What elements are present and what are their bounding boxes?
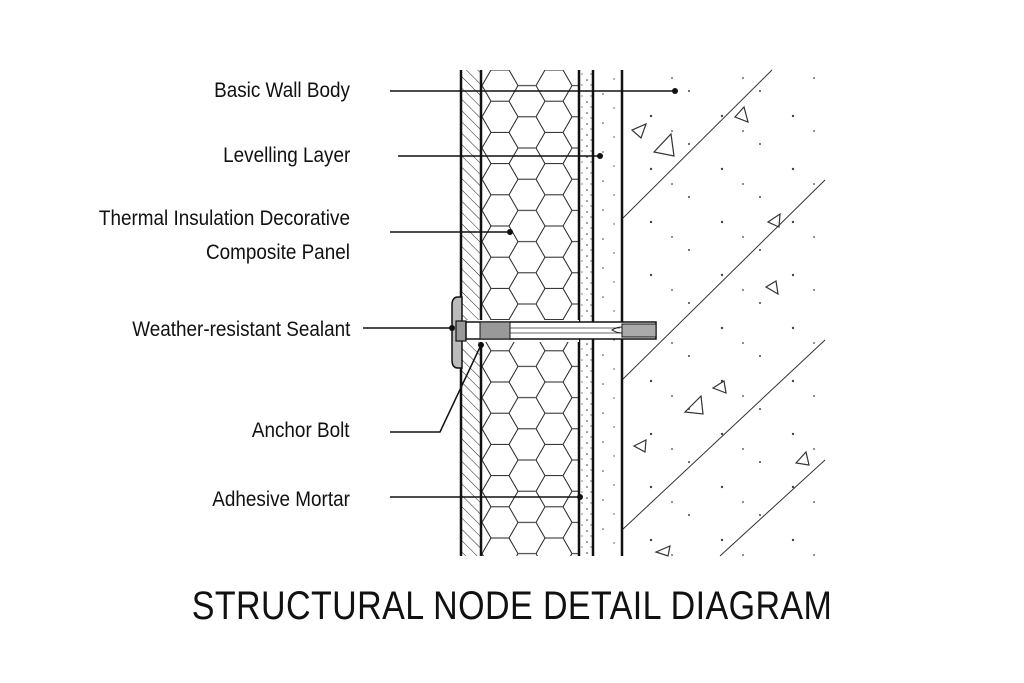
levelling-layer [593, 70, 622, 556]
label-thermal-insulation-line2: Composite Panel [206, 241, 350, 264]
bolt-head [455, 320, 467, 342]
label-basic-wall-body: Basic Wall Body [214, 79, 350, 102]
anchor-bolt [451, 296, 657, 369]
label-thermal-insulation-line1: Thermal Insulation Decorative [98, 207, 350, 230]
leader-dots [449, 88, 678, 500]
label-levelling-layer: Levelling Layer [222, 144, 350, 167]
leader-lines [363, 90, 675, 498]
aggregate-triangles [630, 105, 810, 557]
bolt-thread [621, 323, 657, 338]
decorative-face-layer [462, 70, 480, 556]
basic-wall-body [621, 69, 827, 557]
label-anchor-bolt: Anchor Bolt [252, 419, 350, 442]
thermal-insulation-panel [481, 70, 579, 556]
label-adhesive-mortar: Adhesive Mortar [212, 488, 350, 511]
label-weather-resistant-sealant: Weather-resistant Sealant [131, 318, 350, 341]
adhesive-mortar-layer [580, 70, 593, 556]
diagram-title: STRUCTURAL NODE DETAIL DIAGRAM [191, 584, 833, 628]
